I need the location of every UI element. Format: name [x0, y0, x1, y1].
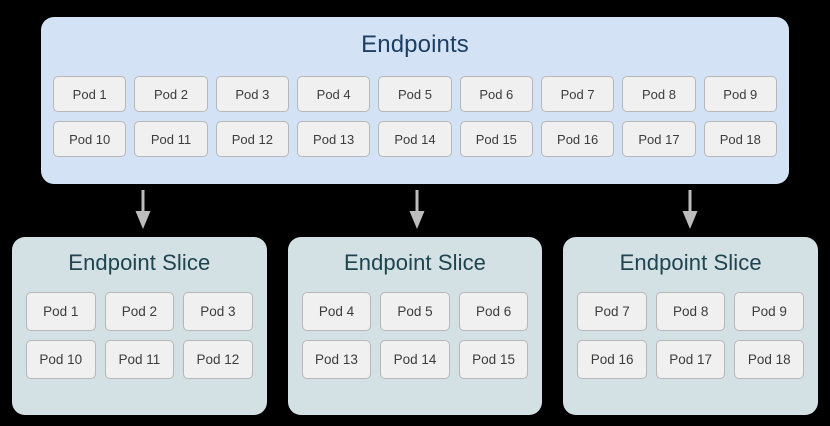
endpoint-slice-pod-grid: Pod 1 Pod 2 Pod 3 Pod 10 Pod 11 Pod 12: [26, 292, 253, 379]
arrow-down-icon: [132, 190, 154, 230]
pod-chip: Pod 1: [26, 292, 96, 331]
endpoints-container: Endpoints Pod 1 Pod 2 Pod 3 Pod 4 Pod 5 …: [41, 17, 789, 184]
pod-chip: Pod 2: [104, 292, 175, 331]
endpoint-slice-container-2: Endpoint Slice Pod 4 Pod 5 Pod 6 Pod 13 …: [287, 237, 543, 415]
endpoint-slices-row: Endpoint Slice Pod 1 Pod 2 Pod 3 Pod 10 …: [12, 237, 819, 415]
pod-chip: Pod 17: [622, 121, 696, 157]
pod-chip: Pod 13: [296, 121, 371, 157]
endpoint-slice-pod-row: Pod 1 Pod 2 Pod 3: [26, 292, 253, 331]
pod-chip: Pod 10: [53, 121, 127, 157]
pod-chip: Pod 7: [540, 76, 615, 112]
endpoints-pod-row: Pod 1 Pod 2 Pod 3 Pod 4 Pod 5 Pod 6 Pod …: [53, 76, 777, 112]
pod-chip: Pod 16: [540, 121, 615, 157]
pod-chip: Pod 4: [301, 292, 372, 331]
pod-chip: Pod 6: [459, 76, 533, 112]
endpoint-slice-container-3: Endpoint Slice Pod 7 Pod 8 Pod 9 Pod 16 …: [563, 237, 819, 415]
pod-chip: Pod 15: [458, 340, 529, 379]
pod-chip: Pod 3: [215, 76, 289, 112]
endpoints-pod-row: Pod 10 Pod 11 Pod 12 Pod 13 Pod 14 Pod 1…: [53, 121, 777, 157]
endpoint-slice-pod-row: Pod 10 Pod 11 Pod 12: [26, 340, 253, 379]
pod-chip: Pod 6: [458, 292, 529, 331]
pod-chip: Pod 11: [104, 340, 175, 379]
arrow-down-icon: [679, 190, 701, 230]
pod-chip: Pod 18: [703, 121, 777, 157]
pod-chip: Pod 16: [577, 340, 647, 379]
pod-chip: Pod 12: [215, 121, 289, 157]
endpoint-slice-pod-row: Pod 16 Pod 17 Pod 18: [577, 340, 805, 379]
pod-chip: Pod 18: [734, 340, 805, 379]
pod-chip: Pod 7: [577, 292, 647, 331]
endpoint-slice-title: Endpoint Slice: [619, 250, 762, 275]
arrow-down-icon: [406, 190, 428, 230]
pod-chip: Pod 10: [26, 340, 96, 379]
pod-chip: Pod 9: [703, 76, 777, 112]
pod-chip: Pod 9: [734, 292, 805, 331]
pod-chip: Pod 15: [459, 121, 533, 157]
endpoint-slice-container-1: Endpoint Slice Pod 1 Pod 2 Pod 3 Pod 10 …: [12, 237, 267, 415]
pod-chip: Pod 13: [301, 340, 372, 379]
pod-chip: Pod 8: [655, 292, 726, 331]
pod-chip: Pod 5: [378, 76, 452, 112]
pod-chip: Pod 8: [622, 76, 696, 112]
pod-chip: Pod 14: [380, 340, 450, 379]
pod-chip: Pod 1: [53, 76, 127, 112]
pod-chip: Pod 12: [183, 340, 253, 379]
endpoint-slice-title: Endpoint Slice: [68, 250, 211, 275]
pod-chip: Pod 3: [183, 292, 253, 331]
endpoints-pod-grid: Pod 1 Pod 2 Pod 3 Pod 4 Pod 5 Pod 6 Pod …: [53, 76, 777, 157]
pod-chip: Pod 2: [134, 76, 208, 112]
endpoint-slice-pod-grid: Pod 4 Pod 5 Pod 6 Pod 13 Pod 14 Pod 15: [301, 292, 529, 379]
pod-chip: Pod 4: [296, 76, 371, 112]
endpoint-slice-pod-grid: Pod 7 Pod 8 Pod 9 Pod 16 Pod 17 Pod 18: [577, 292, 805, 379]
endpoint-slice-pod-row: Pod 7 Pod 8 Pod 9: [577, 292, 805, 331]
endpoint-slice-title: Endpoint Slice: [343, 250, 487, 275]
pod-chip: Pod 14: [378, 121, 452, 157]
pod-chip: Pod 11: [134, 121, 208, 157]
endpoint-slice-pod-row: Pod 4 Pod 5 Pod 6: [301, 292, 529, 331]
endpoints-title: Endpoints: [361, 31, 469, 58]
endpoint-slice-pod-row: Pod 13 Pod 14 Pod 15: [301, 340, 529, 379]
pod-chip: Pod 5: [380, 292, 450, 331]
pod-chip: Pod 17: [655, 340, 726, 379]
